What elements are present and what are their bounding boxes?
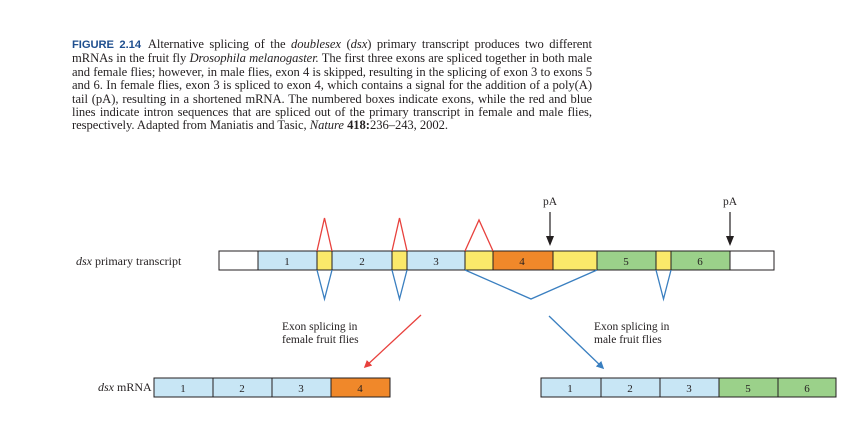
pa-label-1: pA bbox=[543, 196, 558, 208]
caption-text-2: ( bbox=[340, 37, 351, 51]
caption-gene-name: doublesex bbox=[291, 37, 341, 51]
female-mrna-exon-1-label: 1 bbox=[180, 383, 186, 395]
female-mrna-exon-4-label: 4 bbox=[357, 383, 363, 395]
female-splicing-label-line-1: Exon splicing in bbox=[282, 321, 358, 333]
transcript-exon-3-label: 3 bbox=[433, 256, 439, 268]
female-mrna-exon-3-label: 3 bbox=[298, 383, 304, 395]
female-mrna-exon-4 bbox=[330, 377, 391, 398]
male-splice-line-3 bbox=[464, 269, 598, 300]
pa-label-2: pA bbox=[723, 196, 738, 208]
female-splice-line-3 bbox=[464, 218, 494, 252]
female-mrna-exon-2-label: 2 bbox=[239, 383, 245, 395]
caption-text-4: The first three exons are spliced togeth… bbox=[72, 51, 592, 133]
male-mrna-exon-1-label: 1 bbox=[567, 383, 573, 395]
male-mrna-exon-6 bbox=[777, 377, 837, 398]
male-mrna-exon-2-label: 2 bbox=[627, 383, 633, 395]
transcript-label: dsx primary transcript bbox=[76, 254, 182, 268]
transcript-intron-segment-3 bbox=[464, 250, 494, 271]
caption-text-3: ) primary transcript produces two differ… bbox=[72, 37, 592, 66]
transcript-exon-2-label: 2 bbox=[359, 256, 365, 268]
transcript-exon-6-label: 6 bbox=[697, 256, 703, 268]
transcript-exon-5-label: 5 bbox=[623, 256, 629, 268]
male-splice-line-1 bbox=[316, 269, 333, 302]
figure-label: FIGURE 2.14 bbox=[72, 39, 142, 51]
female-splice-line-2 bbox=[391, 217, 408, 252]
transcript-exon-1-label: 1 bbox=[284, 256, 290, 268]
mrna-label: dsx mRNA bbox=[98, 380, 152, 394]
transcript-intron-segment-5 bbox=[655, 250, 672, 271]
caption-gene-abbrev: dsx bbox=[350, 37, 368, 51]
female-splicing-arrow bbox=[363, 314, 422, 369]
male-splicing-label-line-1: Exon splicing in bbox=[594, 321, 670, 333]
transcript-intron-segment-4 bbox=[552, 250, 598, 271]
transcript-intron-segment-2 bbox=[391, 250, 408, 271]
caption-citation-volume: 418: bbox=[347, 118, 370, 133]
pa-arrow-1-head bbox=[546, 236, 554, 246]
transcript-exon-4-label: 4 bbox=[519, 256, 525, 268]
female-splice-line-1 bbox=[316, 217, 333, 252]
female-splicing-label-line-2: female fruit flies bbox=[282, 334, 359, 346]
male-splice-line-4 bbox=[655, 269, 672, 302]
caption-species: Drosophila melanogaster. bbox=[189, 51, 319, 66]
male-mrna-exon-6-label: 6 bbox=[804, 383, 810, 395]
figure-caption: FIGURE 2.14 Alternative splicing of the … bbox=[72, 37, 592, 133]
male-mrna-exon-3-label: 3 bbox=[686, 383, 692, 395]
caption-journal: Nature bbox=[309, 118, 344, 133]
male-mrna-exon-5-label: 5 bbox=[745, 383, 751, 395]
male-splice-line-2 bbox=[391, 269, 408, 302]
transcript-exon-6 bbox=[670, 250, 731, 271]
male-splicing-arrow bbox=[548, 315, 605, 370]
transcript-intron-segment-1 bbox=[316, 250, 333, 271]
pa-arrow-2-head bbox=[726, 236, 734, 246]
caption-text-1: Alternative splicing of the bbox=[147, 37, 292, 51]
male-splicing-label-line-2: male fruit flies bbox=[594, 334, 662, 346]
caption-citation-pages: 236–243, 2002. bbox=[369, 118, 448, 133]
